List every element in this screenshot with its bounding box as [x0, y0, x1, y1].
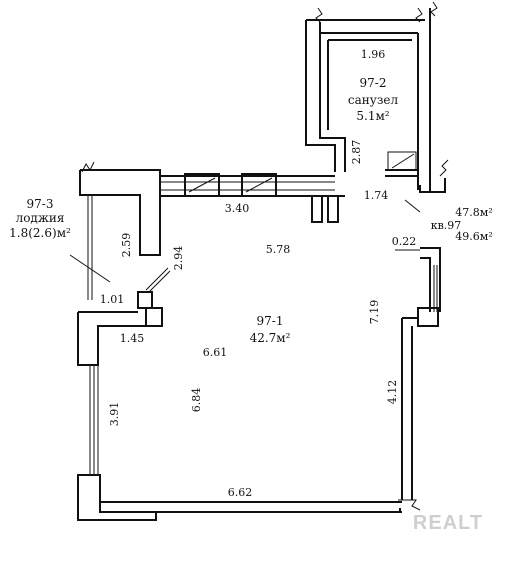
- dim-4-12: 4.12: [386, 380, 399, 405]
- right-walls: [398, 159, 449, 512]
- bottom-wall: [100, 501, 402, 513]
- dimension-ticks: [395, 199, 421, 251]
- dim-0-22: 0.22: [392, 235, 417, 248]
- dim-1-45: 1.45: [120, 332, 145, 345]
- dim-5-78: 5.78: [266, 243, 291, 256]
- dim-7-19: 7.19: [368, 300, 381, 325]
- dim-2-59: 2.59: [120, 233, 133, 258]
- watermark: REALT: [413, 512, 483, 534]
- dim-6-62: 6.62: [228, 486, 253, 499]
- bath-area: 5.1м²: [356, 109, 389, 123]
- dim-3-91: 3.91: [108, 402, 121, 427]
- top-wall: [160, 173, 345, 223]
- apt-area-2: 49.6м²: [455, 230, 492, 243]
- dim-2-94: 2.94: [172, 246, 185, 271]
- main-code: 97-1: [257, 314, 284, 328]
- dim-6-84: 6.84: [190, 388, 203, 413]
- bath-width-dim: 1.96: [361, 48, 386, 61]
- apt-area-1: 47.8м²: [455, 206, 492, 219]
- dim-3-40: 3.40: [225, 202, 250, 215]
- loggia-code: 97-3: [27, 197, 54, 211]
- bath-name: санузел: [348, 93, 399, 107]
- bath-code: 97-2: [360, 76, 387, 90]
- loggia-area: 1.8(2.6)м²: [9, 226, 71, 240]
- dim-1-74: 1.74: [364, 189, 389, 202]
- dim-6-61: 6.61: [203, 346, 228, 359]
- bathroom-walls: [305, 1, 438, 192]
- dim-1-01: 1.01: [100, 293, 125, 306]
- loggia-name: лоджия: [16, 211, 65, 225]
- bath-height-dim: 2.87: [350, 140, 363, 165]
- apt-label: кв.97: [431, 219, 462, 232]
- main-area: 42.7м²: [250, 331, 291, 345]
